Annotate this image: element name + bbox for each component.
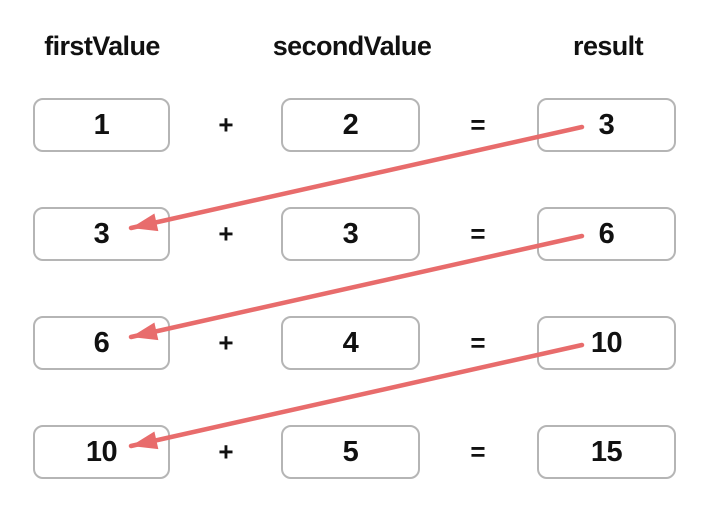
result-box: 15	[537, 425, 676, 479]
second-value-number: 2	[342, 108, 359, 141]
second-value-box: 2	[281, 98, 420, 152]
first-value-number: 10	[85, 435, 118, 468]
column-header-second-value: secondValue	[272, 31, 432, 61]
result-box: 10	[537, 316, 676, 370]
plus-operator: +	[218, 436, 234, 467]
result-box: 3	[537, 98, 676, 152]
second-value-number: 4	[342, 326, 359, 359]
second-value-number: 5	[342, 435, 359, 468]
equals-operator: =	[470, 436, 486, 467]
result-number: 6	[598, 217, 615, 250]
first-value-box: 10	[33, 425, 170, 479]
result-box: 6	[537, 207, 676, 261]
first-value-box: 6	[33, 316, 170, 370]
column-header-result: result	[573, 31, 644, 61]
second-value-box: 3	[281, 207, 420, 261]
result-number: 10	[590, 326, 623, 359]
first-value-box: 1	[33, 98, 170, 152]
first-value-number: 3	[93, 217, 110, 250]
first-value-number: 1	[93, 108, 110, 141]
result-number: 15	[590, 435, 623, 468]
second-value-box: 4	[281, 316, 420, 370]
second-value-box: 5	[281, 425, 420, 479]
first-value-number: 6	[93, 326, 110, 359]
column-header-first-value: firstValue	[44, 31, 160, 61]
result-number: 3	[598, 108, 615, 141]
second-value-number: 3	[342, 217, 359, 250]
equals-operator: =	[470, 327, 486, 358]
equals-operator: =	[470, 109, 486, 140]
first-value-box: 3	[33, 207, 170, 261]
plus-operator: +	[218, 218, 234, 249]
plus-operator: +	[218, 109, 234, 140]
equals-operator: =	[470, 218, 486, 249]
plus-operator: +	[218, 327, 234, 358]
